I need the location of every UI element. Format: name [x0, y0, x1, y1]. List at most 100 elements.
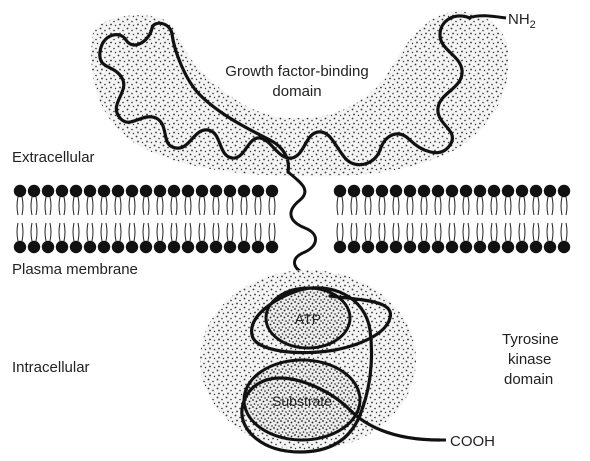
lipid-head: [42, 185, 54, 197]
lipid-tail: [50, 223, 51, 241]
lipid-head: [334, 185, 346, 197]
lipid-tail: [491, 223, 492, 241]
lipid-head: [404, 185, 416, 197]
lipid-tail: [148, 223, 149, 241]
lipid-tail: [204, 197, 205, 215]
lipid-head: [460, 241, 472, 253]
lipid-tail: [407, 197, 408, 215]
atp-label: ATP: [295, 311, 321, 327]
lipid-tail: [538, 223, 539, 241]
lipid-tail: [171, 223, 172, 241]
nh2-terminal-line: [468, 16, 506, 18]
lipid-head: [362, 241, 374, 253]
lipid-tail: [356, 223, 357, 241]
lipid-tail: [384, 197, 385, 215]
cooh-label: COOH: [450, 433, 495, 450]
lipid-tail: [31, 197, 32, 215]
lipid-tail: [101, 223, 102, 241]
lipid-tail: [199, 223, 200, 241]
lipid-head: [474, 185, 486, 197]
lipid-tail: [45, 223, 46, 241]
lipid-tail: [106, 197, 107, 215]
lipid-head: [28, 185, 40, 197]
lipid-head: [70, 241, 82, 253]
lipid-head: [362, 185, 374, 197]
extracellular-label: Extracellular: [12, 149, 95, 166]
lipid-tail: [59, 197, 60, 215]
lipid-tail: [269, 223, 270, 241]
lipid-tail: [129, 223, 130, 241]
lipid-head: [28, 241, 40, 253]
lipid-tail: [552, 197, 553, 215]
lipid-head: [544, 185, 556, 197]
lipid-head: [168, 241, 180, 253]
lipid-tail: [524, 223, 525, 241]
lipid-head: [432, 241, 444, 253]
lipid-tail: [162, 197, 163, 215]
lipid-head: [168, 185, 180, 197]
lipid-tail: [227, 223, 228, 241]
membrane-left-block: [14, 185, 278, 253]
lipid-tail: [365, 197, 366, 215]
lipid-tail: [59, 223, 60, 241]
lipid-head: [488, 185, 500, 197]
lipid-tail: [246, 197, 247, 215]
lipid-tail: [337, 197, 338, 215]
lipid-tail: [454, 197, 455, 215]
lipid-head: [390, 241, 402, 253]
lipid-tail: [64, 197, 65, 215]
lipid-head: [432, 185, 444, 197]
lipid-head: [112, 241, 124, 253]
lipid-tail: [232, 223, 233, 241]
lipid-tail: [379, 223, 380, 241]
lipid-tail: [120, 197, 121, 215]
lipid-head: [558, 185, 570, 197]
lipid-tail: [36, 197, 37, 215]
lipid-head: [98, 185, 110, 197]
lipid-tail: [274, 223, 275, 241]
lipid-tail: [468, 223, 469, 241]
lipid-head: [42, 241, 54, 253]
lipid-tail: [269, 197, 270, 215]
lipid-head: [558, 241, 570, 253]
lipid-tail: [274, 197, 275, 215]
lipid-tail: [115, 197, 116, 215]
lipid-head: [530, 185, 542, 197]
plasma-membrane-label: Plasma membrane: [12, 261, 138, 278]
lipid-tail: [143, 197, 144, 215]
lipid-tail: [491, 197, 492, 215]
lipid-tail: [547, 223, 548, 241]
lipid-head: [252, 241, 264, 253]
nh2-label: NH2: [508, 11, 536, 31]
lipid-tail: [73, 197, 74, 215]
lipid-tail: [199, 197, 200, 215]
lipid-tail: [505, 197, 506, 215]
lipid-tail: [213, 223, 214, 241]
lipid-head: [418, 241, 430, 253]
lipid-tail: [92, 223, 93, 241]
lipid-tail: [524, 197, 525, 215]
lipid-tail: [22, 223, 23, 241]
lipid-tail: [477, 197, 478, 215]
lipid-head: [112, 185, 124, 197]
lipid-head: [224, 185, 236, 197]
lipid-tail: [17, 223, 18, 241]
lipid-tail: [421, 223, 422, 241]
lipid-tail: [370, 197, 371, 215]
lipid-tail: [106, 223, 107, 241]
lipid-tail: [421, 197, 422, 215]
lipid-tail: [204, 223, 205, 241]
lipid-tail: [365, 223, 366, 241]
lipid-tail: [176, 197, 177, 215]
lipid-tail: [463, 197, 464, 215]
tyrosine-kinase-label-line3: domain: [504, 371, 553, 388]
lipid-head: [154, 241, 166, 253]
lipid-tail: [477, 223, 478, 241]
lipid-tail: [255, 223, 256, 241]
lipid-tail: [185, 223, 186, 241]
lipid-tail: [342, 223, 343, 241]
lipid-tail: [426, 197, 427, 215]
lipid-tail: [496, 223, 497, 241]
lipid-tail: [45, 197, 46, 215]
